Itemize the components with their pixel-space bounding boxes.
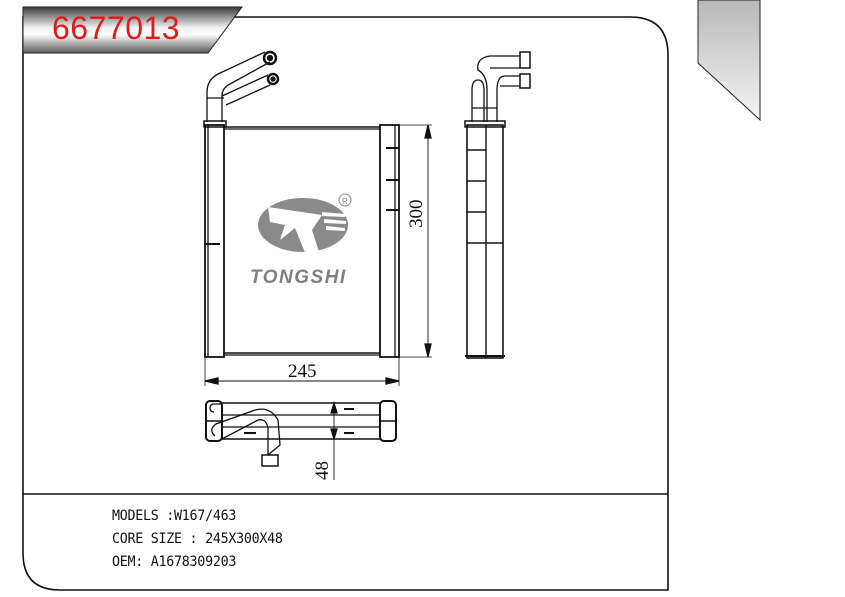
spec-models: MODELS :W167/463: [112, 508, 237, 524]
tongshi-logo: R: [258, 193, 352, 255]
part-number: 6677013: [52, 10, 181, 46]
spec-core-size: CORE SIZE : 245X300X48: [112, 531, 283, 547]
front-view: [203, 50, 432, 386]
svg-text:R: R: [342, 197, 348, 206]
brand-name: TONGSHI: [250, 267, 347, 288]
side-view: [464, 51, 531, 359]
sheet-border: [22, 16, 669, 591]
top-view: [205, 400, 397, 480]
dimension-width: 245: [288, 361, 317, 382]
corner-decoration: [697, 0, 761, 122]
dimension-depth: 48: [312, 461, 333, 480]
part-number-tab: [22, 6, 243, 54]
spec-oem: OEM: A1678309203: [112, 554, 237, 570]
dimension-height: 300: [406, 199, 427, 229]
